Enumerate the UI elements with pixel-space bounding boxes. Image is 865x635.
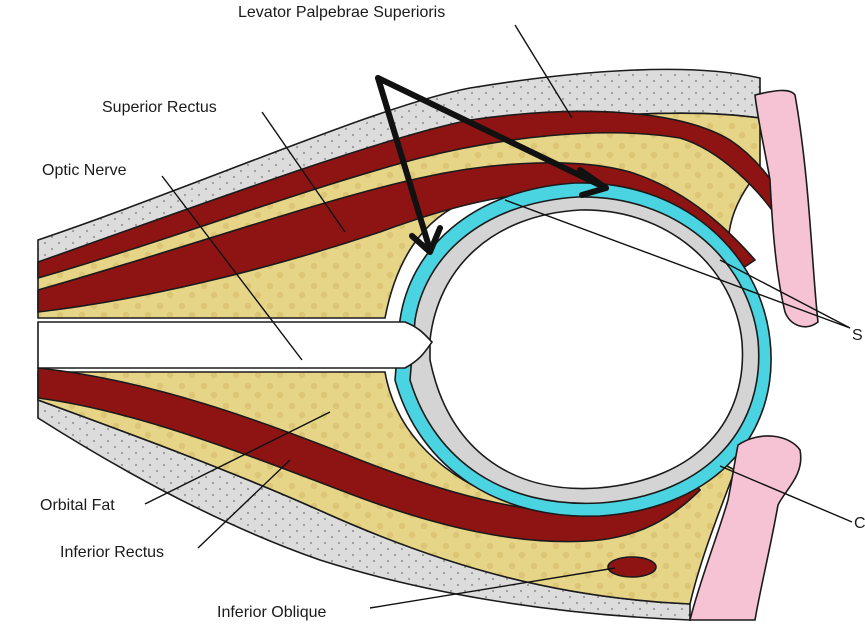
leader-right-upper-b — [719, 259, 851, 329]
inferior-oblique-muscle — [607, 556, 657, 578]
label-cut-right-lower: C — [854, 515, 865, 532]
arrow-right-shaft — [375, 75, 609, 191]
leader-right-upper-a — [504, 199, 851, 329]
leader-inferior-rectus — [197, 459, 291, 549]
leader-right-lower — [719, 465, 853, 523]
leader-inferior-oblique — [369, 567, 616, 609]
label-inferior-oblique: Inferior Oblique — [217, 604, 326, 621]
leader-orbital-fat — [144, 411, 331, 505]
arrow-right-head — [577, 167, 609, 198]
globe-interior — [429, 209, 744, 490]
label-orbital-fat: Orbital Fat — [40, 497, 115, 514]
lower-eyelid — [688, 435, 802, 621]
leader-lines — [144, 24, 853, 609]
inferior-rectus-muscle — [37, 367, 702, 543]
leader-superior-rectus — [261, 111, 346, 233]
label-levator: Levator Palpebrae Superioris — [238, 4, 445, 21]
upper-eyelid — [754, 89, 819, 328]
optic-nerve — [37, 321, 434, 369]
pointer-arrows — [375, 75, 609, 255]
leader-optic-nerve — [161, 175, 303, 361]
label-superior-rectus: Superior Rectus — [102, 99, 217, 116]
leader-levator — [514, 24, 573, 119]
label-optic-nerve: Optic Nerve — [42, 162, 127, 179]
label-cut-right-upper: S — [852, 327, 863, 344]
arrow-left-head — [409, 225, 443, 255]
arrow-left-shaft — [375, 75, 433, 253]
label-inferior-rectus: Inferior Rectus — [60, 544, 164, 561]
